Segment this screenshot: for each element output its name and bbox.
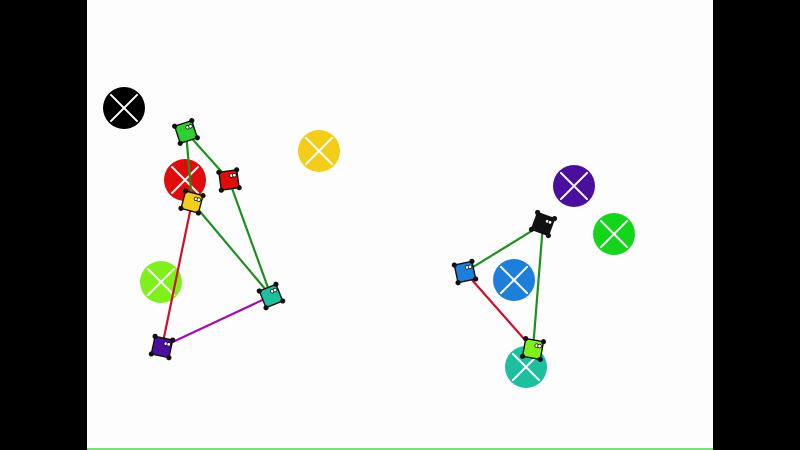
agent-red[interactable]	[216, 167, 242, 193]
wheel-icon	[216, 169, 222, 175]
eye-icon	[188, 124, 193, 129]
agent-yellow[interactable]	[178, 188, 206, 216]
wheel-icon	[189, 118, 195, 124]
wheel-icon	[148, 351, 154, 357]
wheel-icon	[551, 216, 558, 222]
wheel-icon	[540, 339, 547, 345]
agent-blue-body	[453, 260, 477, 284]
agent-black-body	[530, 211, 556, 237]
eye-icon	[547, 220, 553, 225]
wheel-icon	[183, 188, 189, 194]
letterbox-left	[0, 0, 87, 450]
cross-stroke	[599, 219, 629, 249]
game-scene	[87, 87, 713, 450]
agent-lime-body	[521, 337, 545, 361]
wheel-icon	[473, 276, 479, 282]
wheel-icon	[152, 333, 158, 339]
eye-icon	[166, 342, 171, 347]
wheel-icon	[177, 140, 183, 146]
target-cross-icon	[599, 219, 629, 249]
eye-icon	[272, 287, 278, 293]
cross-stroke	[170, 165, 200, 195]
agent-yellow-body	[180, 190, 204, 214]
wheel-icon	[451, 262, 457, 268]
wheel-icon	[170, 337, 176, 343]
eye-icon	[232, 173, 237, 178]
wheel-icon	[236, 185, 242, 191]
wheel-icon	[195, 210, 201, 216]
wheel-icon	[528, 226, 535, 232]
agent-green[interactable]	[171, 117, 200, 146]
wheel-icon	[545, 232, 551, 239]
wheel-icon	[234, 167, 240, 173]
target-yellow[interactable]	[298, 130, 340, 172]
wheel-icon	[178, 205, 184, 211]
cross-stroke	[146, 267, 176, 297]
wheel-icon	[218, 187, 224, 193]
game-playfield[interactable]	[87, 0, 713, 450]
agent-black[interactable]	[528, 209, 558, 239]
agent-lime[interactable]	[519, 335, 547, 363]
link-black-lime	[531, 222, 545, 351]
target-cross-icon	[146, 267, 176, 297]
wheel-icon	[535, 209, 541, 216]
target-green[interactable]	[593, 213, 635, 255]
agent-red-body	[218, 169, 240, 191]
link-green-yellow	[184, 130, 194, 204]
wheel-icon	[280, 298, 286, 304]
target-lime[interactable]	[140, 261, 182, 303]
wheel-icon	[523, 335, 529, 342]
cross-stroke	[559, 171, 589, 201]
target-cross-icon	[170, 165, 200, 195]
link-yellow-teal	[190, 200, 273, 298]
cross-stroke	[499, 265, 529, 295]
agent-blue[interactable]	[451, 258, 479, 286]
target-purple[interactable]	[553, 165, 595, 207]
target-cross-icon	[499, 265, 529, 295]
agent-purple-body	[150, 335, 174, 359]
link-yellow-purple	[160, 200, 194, 349]
link-blue-lime	[463, 270, 535, 351]
target-red[interactable]	[164, 159, 206, 201]
eye-icon	[467, 264, 473, 270]
link-black-blue	[463, 222, 545, 274]
agent-purple[interactable]	[148, 333, 176, 361]
letterbox-right	[713, 0, 800, 450]
playfield-bottom-edge	[87, 448, 713, 450]
wheel-icon	[273, 281, 279, 287]
wheel-icon	[263, 305, 269, 311]
wheel-icon	[455, 280, 461, 286]
target-cross-icon	[304, 136, 334, 166]
wheel-icon	[172, 123, 178, 129]
wheel-icon	[194, 135, 200, 141]
wheel-icon	[200, 193, 206, 199]
target-cross-icon	[109, 93, 139, 123]
target-cross-icon	[559, 171, 589, 201]
wheel-icon	[256, 288, 262, 294]
link-teal-purple	[160, 294, 273, 349]
wheel-icon	[469, 258, 475, 264]
link-red-teal	[227, 178, 273, 298]
wheel-icon	[537, 356, 543, 363]
eye-icon	[537, 343, 542, 349]
wheel-icon	[519, 353, 526, 359]
cross-stroke	[109, 93, 139, 123]
cross-stroke	[304, 136, 334, 166]
wheel-icon	[166, 355, 172, 361]
target-black[interactable]	[103, 87, 145, 129]
eye-icon	[196, 197, 202, 202]
target-blue[interactable]	[493, 259, 535, 301]
agent-teal[interactable]	[256, 281, 286, 311]
